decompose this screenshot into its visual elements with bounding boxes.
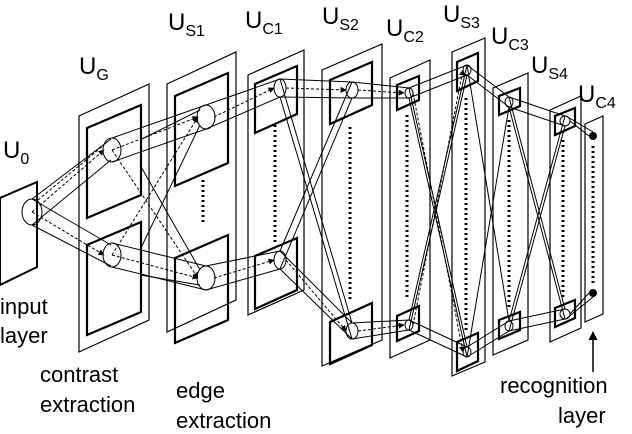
layer-ug xyxy=(78,83,150,353)
label-uc1: UC1 xyxy=(245,7,283,38)
layer-uc3 xyxy=(492,72,529,356)
us1-plane-top xyxy=(173,71,230,188)
caption-edge-line1: edge xyxy=(176,378,225,403)
us3-frame xyxy=(451,37,486,377)
caption-edge-line2: extraction xyxy=(176,408,271,433)
us2-plane-bottom xyxy=(328,301,374,366)
us2-field-top xyxy=(345,81,359,99)
us4-plane-top xyxy=(553,106,577,137)
layer-us4 xyxy=(549,95,582,343)
us1-plane-bottom xyxy=(173,233,230,345)
uc4-cell-bottom xyxy=(589,289,597,297)
ug-plane-top xyxy=(85,103,143,220)
uc1-plane-bottom xyxy=(253,236,299,311)
label-us3: US3 xyxy=(443,1,480,32)
label-uc3: UC3 xyxy=(491,23,529,54)
label-ug: UG xyxy=(79,53,109,84)
label-us4: US4 xyxy=(531,52,568,83)
uc4-frame xyxy=(584,115,604,323)
captions: input layer contrast extraction edge ext… xyxy=(0,294,608,433)
connections xyxy=(31,64,594,358)
uc1-plane-top xyxy=(253,64,299,135)
caption-input-line2: layer xyxy=(0,323,48,348)
layer-labels: U0 UG US1 UC1 US2 UC2 US3 UC3 US4 UC4 xyxy=(3,1,616,168)
label-u0: U0 xyxy=(3,137,29,168)
caption-recognition-line2: layer xyxy=(558,403,606,428)
uc1-frame xyxy=(247,49,305,316)
us3-plane-top xyxy=(455,51,480,93)
us1-frame xyxy=(166,51,237,333)
label-us2: US2 xyxy=(322,3,359,34)
ug-plane-bottom xyxy=(85,220,143,337)
us2-plane-top xyxy=(328,60,374,126)
label-uc4: UC4 xyxy=(578,81,616,112)
layer-uc4 xyxy=(584,115,604,323)
caption-recognition-line1: recognition xyxy=(500,373,608,398)
label-us1: US1 xyxy=(168,9,205,40)
layer-us1 xyxy=(166,51,237,345)
caption-contrast-line2: extraction xyxy=(40,392,135,417)
uc4-cell-top xyxy=(589,132,597,140)
layer-us3 xyxy=(451,37,486,377)
u0-plane xyxy=(0,180,38,287)
us4-frame xyxy=(549,95,582,343)
layer-u0 xyxy=(0,180,43,287)
caption-contrast-line1: contrast xyxy=(40,362,118,387)
uc3-frame xyxy=(492,72,529,356)
ug-frame xyxy=(78,83,150,353)
us2-frame xyxy=(321,43,383,367)
layer-us2 xyxy=(321,43,383,367)
uc2-plane-top xyxy=(395,74,421,112)
uc3-plane-top xyxy=(497,86,522,117)
label-uc2: UC2 xyxy=(386,15,424,46)
caption-input-line1: input xyxy=(0,294,48,319)
